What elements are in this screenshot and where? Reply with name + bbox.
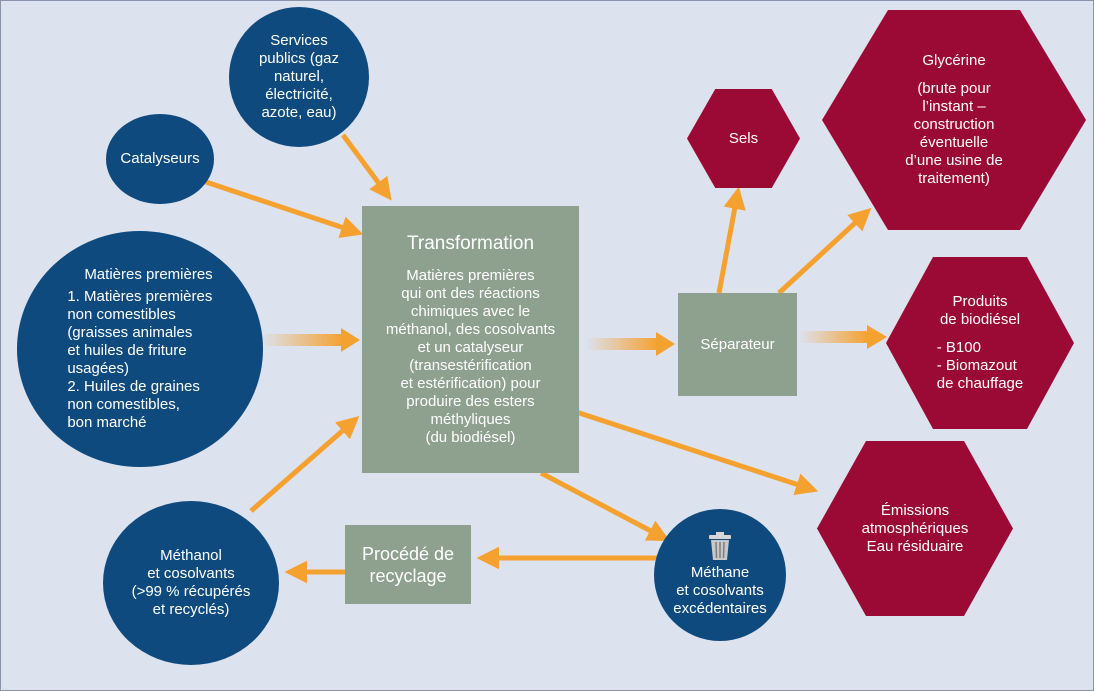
node-separateur: Séparateur <box>678 293 797 396</box>
node-services-publics: Services publics (gaz naturel, électrici… <box>229 7 369 147</box>
glycerine-body: (brute pour l’instant – construction éve… <box>905 80 1003 187</box>
arrow-matieres-to-transformation <box>261 328 360 352</box>
produits-items: - B100 - Biomazout de chauffage <box>936 339 1024 392</box>
matieres-premieres-group: Matières premières 1. Matières premières… <box>67 266 212 432</box>
produits-title: Produits de biodiésel <box>939 293 1021 328</box>
recyclage-label: Procédé de recyclage <box>361 543 455 586</box>
trash-can-icon <box>709 532 731 560</box>
arrow-separateur-to-sels <box>716 186 746 294</box>
methane-label: Méthane et cosolvants excédentaires <box>673 564 767 617</box>
emissions-label: Émissions atmosphériques Eau résiduaire <box>861 501 969 555</box>
node-methanol: Méthanol et cosolvants (>99 % récupérés … <box>103 501 279 665</box>
arrow-methanol-to-transformation <box>249 416 360 513</box>
node-transformation: Transformation Matières premières qui on… <box>362 206 579 473</box>
node-matieres-premieres: Matières premières 1. Matières premières… <box>17 231 263 467</box>
catalyseurs-label: Catalyseurs <box>120 150 200 167</box>
arrow-transformation-to-methane <box>539 470 670 542</box>
arrow-catalyseurs-to-transformation <box>205 179 364 238</box>
arrow-separateur-to-produits <box>799 325 887 349</box>
arrow-separateur-to-glycerine <box>777 207 872 295</box>
services-publics-label: Services publics (gaz naturel, électrici… <box>258 32 340 121</box>
glycerine-title: Glycérine <box>922 52 986 69</box>
methanol-label: Méthanol et cosolvants (>99 % récupérés … <box>131 547 251 618</box>
node-methane: Méthane et cosolvants excédentaires <box>654 509 786 641</box>
node-glycerine: Glycérine (brute pour l’instant – constr… <box>822 10 1086 230</box>
arrow-transformation-to-emissions <box>557 403 819 496</box>
node-catalyseurs: Catalyseurs <box>106 114 214 204</box>
matieres-premieres-title: Matières premières <box>84 266 213 283</box>
node-emissions: Émissions atmosphériques Eau résiduaire <box>817 441 1013 616</box>
matieres-premieres-items: 1. Matières premières non comestibles (g… <box>67 288 213 431</box>
transformation-body: Matières premières qui ont des réactions… <box>385 266 556 446</box>
separateur-label: Séparateur <box>700 335 775 353</box>
arrow-transformation-to-separateur <box>586 332 675 356</box>
node-recyclage: Procédé de recyclage <box>345 525 471 604</box>
transformation-title: Transformation <box>406 232 535 254</box>
arrow-services-to-transformation <box>340 133 392 201</box>
sels-label: Sels <box>728 129 759 147</box>
